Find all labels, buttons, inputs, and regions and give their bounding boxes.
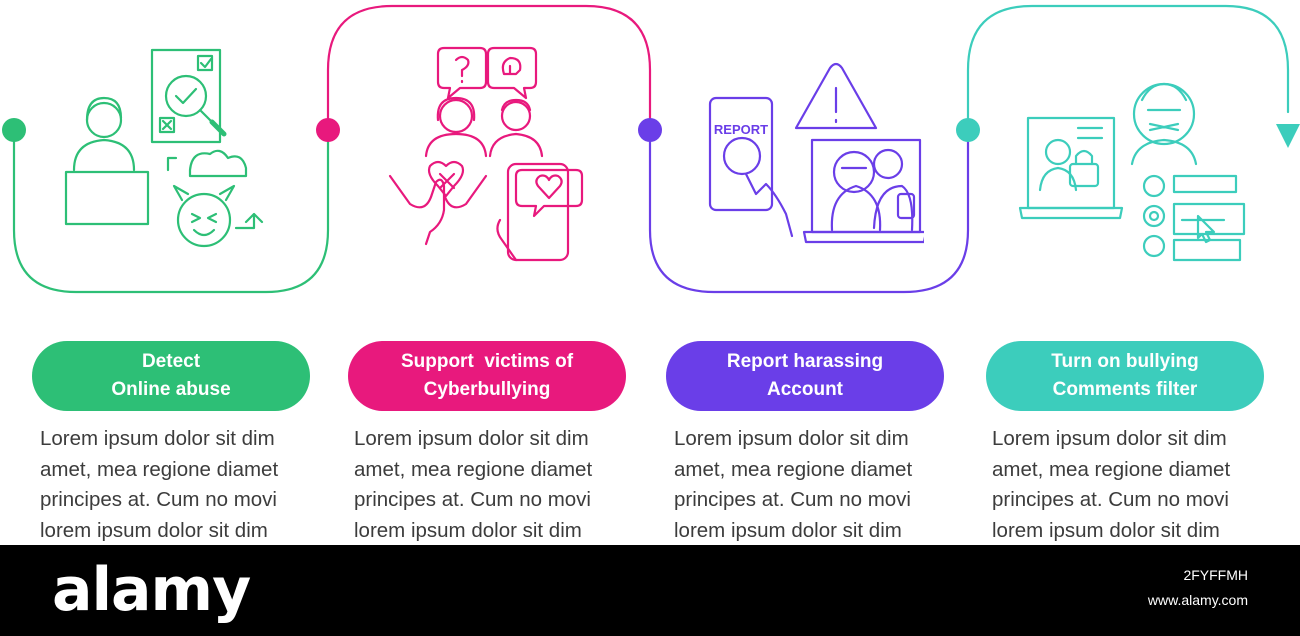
step-1-text-line: lorem ipsum dolor sit dim (40, 518, 268, 542)
step-3-text-line: principes at. Cum no movi (674, 488, 911, 511)
report-account-icon: REPORT (708, 62, 924, 244)
step-1-text-line: amet, mea regione diamet (40, 457, 279, 481)
step-2-dot (316, 118, 340, 142)
step-1-description: Lorem ipsum dolor sit dim amet, mea regi… (40, 424, 330, 545)
step-2-text-line: amet, mea regione diamet (354, 457, 593, 481)
step-4-title: Turn on bullying Comments filter (986, 341, 1264, 411)
support-victims-icon (388, 46, 584, 262)
step-1-title: Detect Online abuse (32, 341, 310, 411)
step-4-dot (956, 118, 980, 142)
arrow-down-icon (1276, 124, 1300, 148)
step-3-text-line: Lorem ipsum dolor sit dim (674, 427, 909, 450)
step-4-title-line-2: Comments filter (1052, 379, 1198, 400)
step-3-dot (638, 118, 662, 142)
step-1-text-line: principes at. Cum no movi (40, 488, 277, 511)
step-2-description: Lorem ipsum dolor sit dim amet, mea regi… (354, 424, 644, 545)
step-3-title-line-2: Account (767, 379, 843, 400)
step-4-title-line-1: Turn on bullying (1051, 351, 1199, 372)
step-3-text-line: amet, mea regione diamet (674, 457, 913, 481)
step-3-title: Report harassing Account (666, 341, 944, 411)
step-2-text-line: principes at. Cum no movi (354, 488, 591, 511)
alamy-logo: alamy (52, 555, 251, 625)
step-2-text-line: Lorem ipsum dolor sit dim (354, 427, 589, 450)
step-2-text-line: lorem ipsum dolor sit dim (354, 518, 582, 542)
step-1-title-line-2: Online abuse (111, 379, 231, 400)
step-4-text-line: principes at. Cum no movi (992, 488, 1229, 511)
step-2-title-line-2: Cyberbullying (423, 379, 551, 400)
step-4-text-line: lorem ipsum dolor sit dim (992, 518, 1220, 542)
step-2-title: Support victims of Cyberbullying (348, 341, 626, 411)
step-4-text-line: Lorem ipsum dolor sit dim (992, 427, 1227, 450)
step-1-text-line: Lorem ipsum dolor sit dim (40, 427, 275, 450)
step-1-dot (2, 118, 26, 142)
infographic: REPORT Detect Online a (2, 4, 1300, 545)
svg-text:REPORT: REPORT (714, 122, 768, 137)
step-2-title-line-1: Support victims of (400, 351, 574, 372)
site-url: www.alamy.com (1147, 592, 1248, 608)
step-3-description: Lorem ipsum dolor sit dim amet, mea regi… (674, 424, 964, 545)
watermark-footer: alamy 2FYFFMH www.alamy.com (0, 545, 1300, 636)
step-connector-path (2, 4, 1300, 294)
step-4-description: Lorem ipsum dolor sit dim amet, mea regi… (992, 424, 1282, 545)
online-abuse-detection-icon (64, 48, 264, 248)
step-1-title-line-1: Detect (141, 351, 201, 372)
comments-filter-icon (1018, 82, 1246, 262)
image-id: 2FYFFMH (1183, 567, 1248, 583)
step-3-text-line: lorem ipsum dolor sit dim (674, 518, 902, 542)
step-3-title-line-1: Report harassing (726, 351, 884, 372)
step-4-text-line: amet, mea regione diamet (992, 457, 1231, 481)
